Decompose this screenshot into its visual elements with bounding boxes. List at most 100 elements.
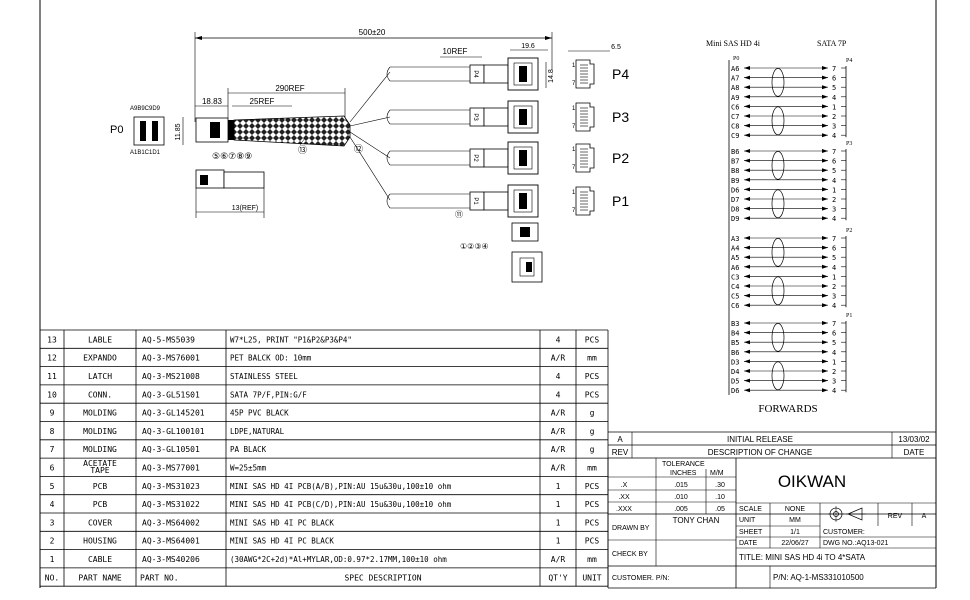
bom-cell: AQ-3-GL100101 (142, 427, 205, 436)
pinout-sata-label: 5 (832, 167, 836, 175)
pinout-sata-label: 3 (832, 206, 836, 214)
bom-cell: MOLDING (83, 409, 117, 418)
bom-cell: mm (587, 354, 597, 363)
sata-label-text: P3 (472, 113, 478, 121)
pinout-sata-label: 6 (832, 158, 836, 166)
sata-end-view (575, 143, 595, 173)
pinout-sata-label: 5 (832, 339, 836, 347)
bom-cell-part-name: ACETATE (83, 459, 117, 468)
pn-value: P/N: AQ-1-MS331010500 (773, 573, 864, 582)
bom-cell: PET BALCK OD: 10mm (230, 354, 312, 363)
pinout-sata-label: 2 (832, 113, 836, 121)
connector-label-p1: P1 (612, 193, 629, 209)
pin-1-label: 1 (572, 190, 576, 196)
bom-cell: 4 (556, 372, 561, 381)
bom-cell: W=25±5mm (230, 464, 267, 473)
pinout-pin-label: C6 (731, 302, 739, 310)
dim-18-83: 18.83 (202, 97, 223, 106)
pinout-sata-label: 1 (832, 358, 836, 366)
tolerance-cell: .015 (674, 482, 688, 489)
customer-pn-label: CUSTOMER. P/N: (612, 575, 669, 582)
inches-label: INCHES (670, 470, 697, 477)
dim-14-8: 14.8 (548, 69, 555, 83)
pinout-pin-label: D5 (731, 378, 739, 386)
pinout-sata-label: 7 (832, 320, 836, 328)
tolerance-cell: .XX (618, 494, 630, 501)
pinout-header-right: SATA 7P (817, 39, 847, 48)
cable-fanout (349, 71, 391, 201)
check-by-label: CHECK BY (612, 551, 648, 558)
bom-header-cell: UNIT (582, 573, 601, 582)
unit-value: MM (789, 517, 801, 524)
dwg-no: DWG NO.:AQ13-021 (823, 540, 888, 547)
pin-7-label: 7 (572, 81, 576, 87)
pinout-sata-label: 4 (832, 264, 836, 272)
pinout-sata-label: 4 (832, 349, 836, 357)
latch-views: ①②③④ ⑪ (455, 210, 543, 283)
pinout-sata-label: 2 (832, 283, 836, 291)
bom-cell: MOLDING (83, 427, 117, 436)
release-date: 13/03/02 (898, 435, 930, 444)
pinout-pin-label: A3 (731, 235, 739, 243)
bom-cell: 1 (556, 518, 561, 527)
bom-cell: MINI SAS HD 4I PCB(C/D),PIN:AU 15u&30u,1… (230, 500, 452, 509)
dim-290ref: 290REF (275, 84, 304, 93)
pinout-pin-label: B3 (731, 320, 739, 328)
drawer-name: TONY CHAN (672, 516, 720, 525)
bom-cell: (30AWG*2C+2d)*Al+MYLAR,OD:0.97*2.17MM,10… (230, 555, 447, 564)
cable-drawing: 500±20 10REF 19.6 6.5 14.8 P0 A9B9C9D9 A… (110, 28, 629, 283)
bom-cell: 8 (50, 427, 55, 436)
unit-label: UNIT (739, 517, 756, 524)
pinout-sata-label: 6 (832, 245, 836, 253)
bom-cell: A/R (551, 464, 566, 473)
bom-cell: g (590, 427, 595, 436)
bom-cell: COVER (88, 518, 112, 527)
bom-cell: AQ-3-MS31022 (142, 500, 200, 509)
bom-cell: g (590, 409, 595, 418)
pinout-pin-label: D9 (731, 215, 739, 223)
bom-cell: AQ-3-GL145201 (142, 409, 205, 418)
bom-cell: W7*L25, PRINT "P1&P2&P3&P4" (230, 335, 352, 344)
pinout-pin-label: D4 (731, 368, 739, 376)
bom-header-cell: PART NAME (78, 573, 122, 582)
bom-cell: HOUSING (83, 537, 117, 546)
pinout-pin-label: B9 (731, 177, 739, 185)
bom-cell: PCB (93, 482, 108, 491)
bom-cell: AQ-5-MS5039 (142, 335, 195, 344)
pinout-pin-label: A7 (731, 75, 739, 83)
dim-19-6: 19.6 (521, 43, 535, 50)
pinout-sata-label: 4 (832, 132, 836, 140)
balloon-12: ⑫ (354, 144, 363, 154)
p0-profile-view: 13(REF) (195, 169, 265, 218)
bom-cell: 1 (556, 537, 561, 546)
pinout-sata-label: 1 (832, 186, 836, 194)
pinout-pin-label: C5 (731, 293, 739, 301)
connector-label-p3: P3 (612, 109, 629, 125)
customer-label: CUSTOMER: (823, 529, 865, 536)
bom-cell: 6 (50, 464, 55, 473)
dim-6-5: 6.5 (611, 44, 621, 51)
bom-cell: PCB (93, 500, 108, 509)
pinout-pin-label: A9 (731, 94, 739, 102)
bom-cell: A/R (551, 354, 566, 363)
bom-cell: 45P PVC BLACK (230, 409, 289, 418)
pinout-pin-label: C7 (731, 113, 739, 121)
bom-cell: PCS (585, 518, 600, 527)
pinout-pin-label: C8 (731, 123, 739, 131)
pinout-sata-label: 6 (832, 330, 836, 338)
